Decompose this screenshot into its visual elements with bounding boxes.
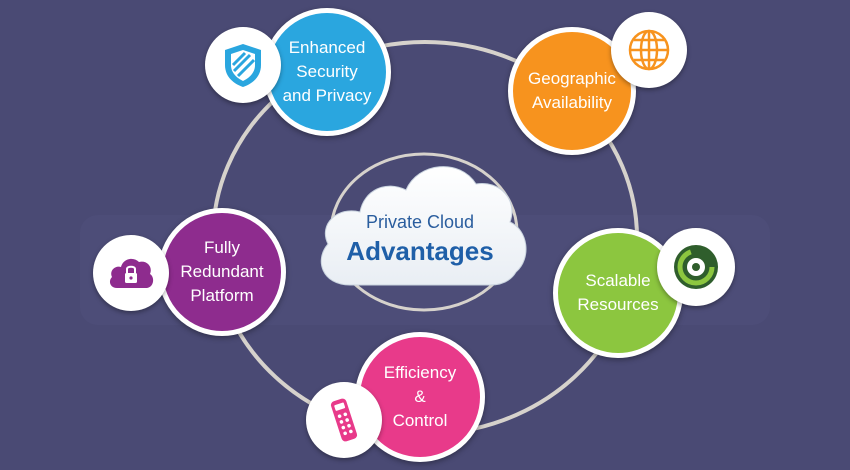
center-cloud: Private Cloud Advantages bbox=[310, 150, 530, 295]
node-efficiency-label: Efficiency & Control bbox=[383, 363, 457, 430]
shield-icon bbox=[205, 27, 281, 103]
node-redundant-label: Fully Redundant Platform bbox=[180, 238, 264, 305]
center-title-line2: Advantages bbox=[346, 236, 494, 266]
remote-control-icon bbox=[306, 382, 382, 458]
cloud-lock-icon bbox=[93, 235, 169, 311]
node-redundant: Fully Redundant Platform bbox=[158, 208, 286, 336]
center-title-line1: Private Cloud bbox=[365, 212, 475, 232]
node-security-label: Enhanced Security and Privacy bbox=[282, 38, 372, 105]
node-scalable-label: Scalable Resources bbox=[577, 271, 659, 314]
scaling-dial-icon bbox=[657, 228, 735, 306]
globe-icon bbox=[611, 12, 687, 88]
node-geographic: Geographic Availability bbox=[508, 27, 636, 155]
node-security: Enhanced Security and Privacy bbox=[263, 8, 391, 136]
node-geographic-label: Geographic Availability bbox=[528, 69, 616, 112]
cloud-shape bbox=[320, 166, 527, 286]
node-efficiency: Efficiency & Control bbox=[355, 332, 485, 462]
